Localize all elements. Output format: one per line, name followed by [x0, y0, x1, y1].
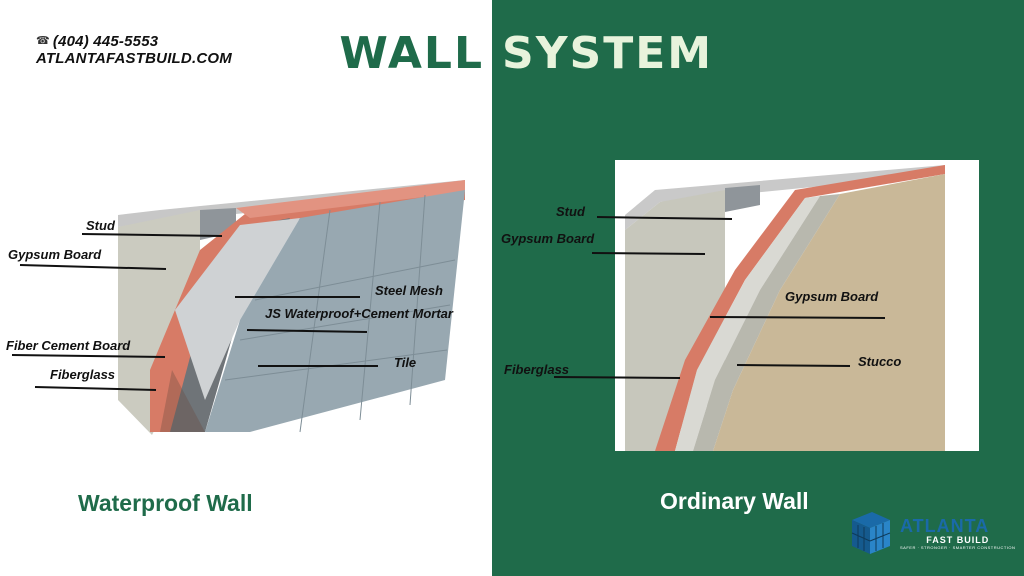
label-fiber-cement-board: Fiber Cement Board [6, 338, 131, 353]
logo-line1: ATLANTA [900, 515, 990, 536]
label-ordinary-stud: Stud [556, 204, 585, 219]
ordinary-wall-heading: Ordinary Wall [660, 488, 809, 514]
ordinary-leader-lines [553, 216, 886, 379]
title-word-system: SYSTEM [502, 28, 714, 79]
building-logo-icon [851, 512, 891, 554]
title-word-wall: WALL [339, 28, 484, 79]
waterproof-wall-illustration [118, 180, 465, 435]
ordinary-wall-illustration [625, 165, 945, 451]
label-ordinary-gypsum-left: Gypsum Board [501, 231, 595, 246]
logo-line2: FAST BUILD [926, 534, 990, 545]
label-tile: Tile [394, 355, 417, 370]
logo-line3: SAFER · STRONGER · SMARTER CONSTRUCTION [900, 544, 1016, 550]
phone-number[interactable]: (404) 445-5553 [52, 33, 159, 50]
label-ordinary-gypsum-right: Gypsum Board [785, 289, 879, 304]
label-js-mortar: JS Waterproof+Cement Mortar [265, 306, 453, 321]
waterproof-wall-heading: Waterproof Wall [78, 490, 253, 516]
contact-block: ☎ (404) 445-5553 ATLANTAFASTBUILD.COM [36, 33, 232, 67]
label-steel-mesh: Steel Mesh [375, 283, 443, 298]
label-gypsum-board: Gypsum Board [8, 247, 102, 262]
phone-icon: ☎ [36, 35, 50, 47]
label-fiberglass: Fiberglass [50, 367, 116, 382]
website-link[interactable]: ATLANTAFASTBUILD.COM [36, 50, 232, 67]
label-ordinary-fiberglass: Fiberglass [504, 362, 570, 377]
atlanta-fast-build-logo[interactable]: ATLANTA FAST BUILD SAFER · STRONGER · SM… [848, 508, 1015, 558]
label-ordinary-stucco: Stucco [858, 354, 902, 369]
label-stud: Stud [86, 218, 115, 233]
waterproof-leader-lines [11, 233, 378, 391]
